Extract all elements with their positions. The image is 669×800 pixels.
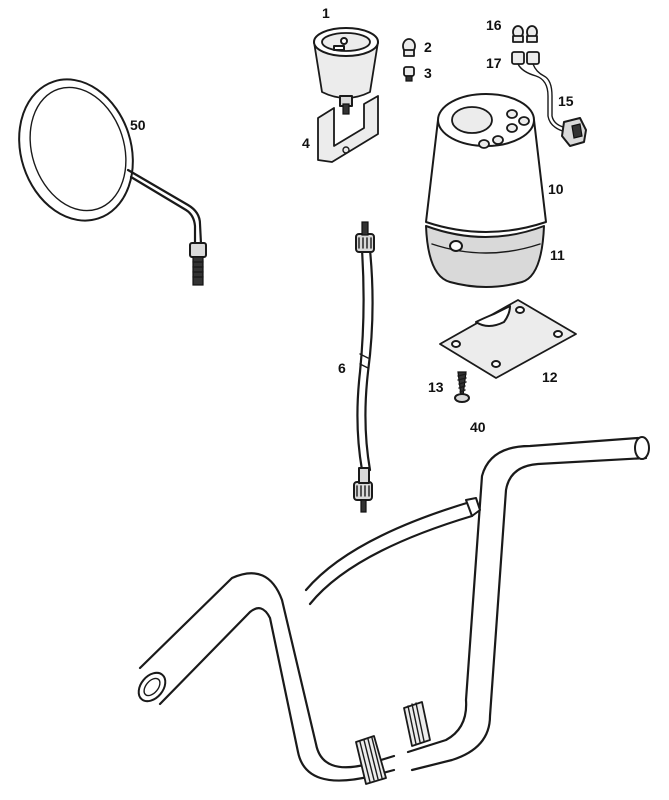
mounting-plate (439, 299, 577, 379)
callout-16: 16 (486, 17, 502, 33)
wiring-harness (517, 63, 587, 147)
callout-13: 13 (428, 379, 444, 395)
callout-10: 10 (548, 181, 564, 197)
callout-4: 4 (302, 135, 310, 151)
screw (454, 371, 470, 403)
callout-40: 40 (470, 419, 486, 435)
instrument-housing (425, 93, 547, 233)
handlebar (137, 436, 650, 785)
sockets-part-17 (511, 51, 540, 65)
callout-11: 11 (550, 247, 565, 263)
callout-1: 1 (322, 5, 330, 21)
callout-50: 50 (130, 117, 146, 133)
callout-2: 2 (424, 39, 432, 55)
speedometer (313, 27, 379, 115)
bulbs-part-16 (512, 25, 538, 43)
bulb-part-2 (402, 38, 416, 57)
callout-3: 3 (424, 65, 432, 81)
callout-17: 17 (486, 55, 502, 71)
socket-part-3 (403, 66, 415, 82)
callout-labels: 1 2 3 4 6 10 11 12 13 15 16 17 40 50 (130, 5, 574, 435)
housing-base (425, 225, 545, 288)
speedometer-cable (353, 221, 375, 513)
callout-15: 15 (558, 93, 574, 109)
mirror (18, 78, 207, 286)
bracket (317, 95, 379, 163)
callout-6: 6 (338, 360, 346, 376)
callout-12: 12 (542, 369, 558, 385)
